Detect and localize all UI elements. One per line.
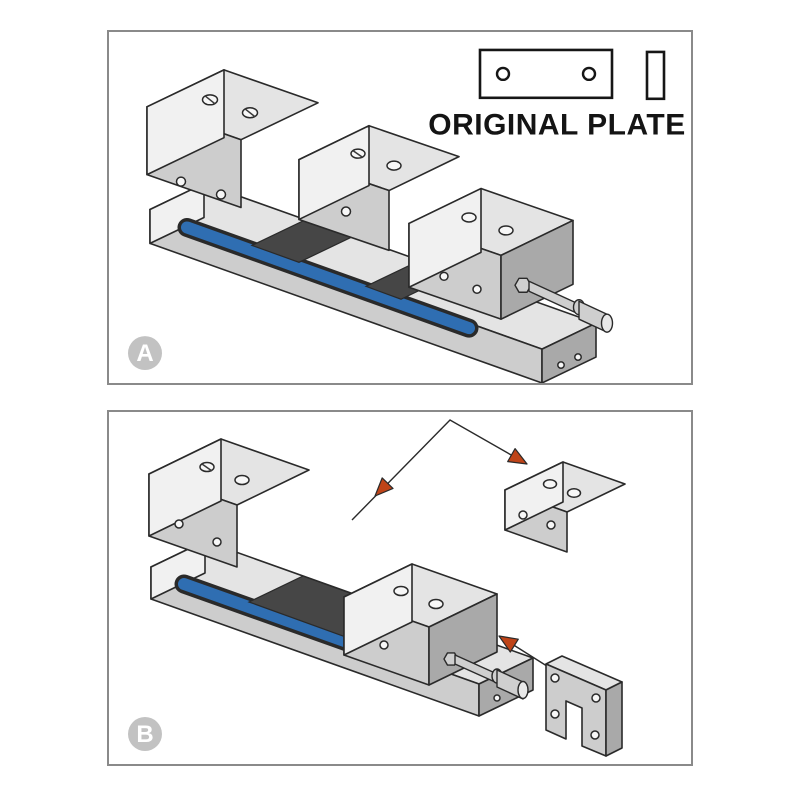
removed-end-bracket: [545, 655, 623, 757]
fixed-jaw-block: [146, 69, 319, 209]
assembled-vise-figure: ORIGINAL PLATE A: [128, 48, 685, 383]
fixed-jaw-block: [148, 438, 310, 568]
panel-a: ORIGINAL PLATE A: [107, 30, 693, 385]
panel-b-label: B: [136, 721, 153, 748]
panel-a-badge: A: [128, 336, 162, 371]
blue-grip-stripe: [177, 217, 479, 338]
removed-jaw-plate-block: [504, 461, 626, 553]
original-plate-legend: ORIGINAL PLATE: [428, 48, 685, 142]
arrow-to-bed-icon: [374, 477, 394, 497]
lead-screw: [443, 652, 529, 700]
plate-hole-left: [495, 66, 511, 82]
end-housing-block: [408, 187, 574, 320]
panel-b: B: [107, 410, 693, 766]
direction-arrows: [374, 447, 528, 653]
spacer-bar-diagram: [645, 50, 666, 101]
panel-a-label: A: [136, 340, 153, 367]
exploded-vise-figure: B: [128, 419, 626, 757]
lead-screw: [514, 277, 614, 333]
arrow-to-screw-end-icon: [498, 635, 519, 653]
arrow-to-jaw-plate-icon: [507, 447, 528, 465]
plate-hole-right: [581, 66, 597, 82]
legend-title: ORIGINAL PLATE: [428, 109, 685, 142]
middle-jaw-block: [298, 124, 460, 252]
panel-b-badge: B: [128, 717, 162, 751]
